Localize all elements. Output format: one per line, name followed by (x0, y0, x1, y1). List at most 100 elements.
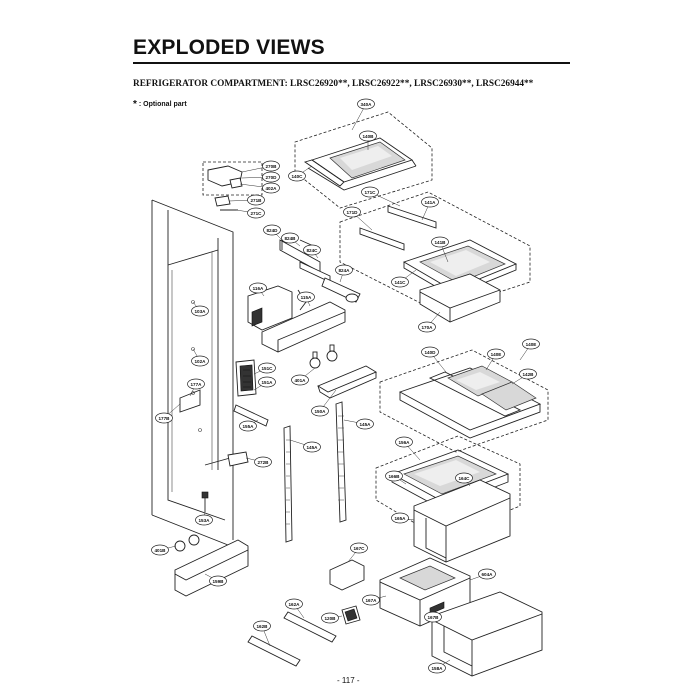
callout-401a: 401A (291, 367, 316, 386)
optional-part-note: * : Optional part (133, 99, 187, 110)
callout-bubble (258, 362, 276, 374)
callout-bubble (249, 282, 267, 294)
callout-label: 151C (262, 366, 274, 371)
callout-151c: 151C (253, 362, 276, 375)
callout-271b: 271B (228, 194, 265, 206)
rails-145A (283, 401, 347, 543)
callout-label: 153A (199, 518, 211, 523)
callout-bubble (522, 338, 540, 350)
callout-bubble (487, 348, 505, 360)
callout-label: 141A (425, 200, 437, 205)
callout-271c: 271C (235, 207, 265, 219)
callout-170a: 170A (418, 311, 441, 333)
callout-label: 162A (289, 602, 301, 607)
callout-label: 140C (292, 174, 304, 179)
callout-824d: 824D (263, 224, 283, 241)
callout-bubble (395, 436, 413, 448)
callout-label: 140B (363, 134, 375, 139)
callout-824b: 824B (281, 232, 301, 247)
callout-label: 116A (253, 286, 264, 291)
callout-label: 159B (213, 579, 225, 584)
bracket-272B (227, 451, 249, 467)
callout-label: 102A (195, 359, 207, 364)
callout-272b: 272B (245, 456, 272, 468)
callout-167a: 167A (362, 594, 387, 606)
callout-604a: 604A (469, 568, 496, 581)
duct-assembly-824 (279, 236, 361, 303)
callout-270d: 270D (241, 171, 280, 183)
callout-bubble (155, 412, 173, 424)
callout-bubble (356, 418, 374, 430)
callout-bubble (478, 568, 496, 580)
lamp-cover-159B (174, 539, 249, 597)
callout-402a: 402A (239, 182, 280, 194)
callout-bubble (254, 456, 272, 468)
bulbs-401A (309, 344, 338, 369)
callout-label: 270B (266, 164, 278, 169)
refrigerator-cabinet (151, 199, 234, 546)
callout-150a: 150A (311, 389, 337, 417)
callout-bubble (297, 291, 315, 303)
callout-label: 824C (307, 248, 319, 253)
crisper-shelf-assembly (375, 435, 521, 563)
callout-103a: 103A (191, 301, 209, 317)
callout-116a: 116A (249, 282, 267, 297)
callout-bubble (424, 611, 442, 623)
callout-label: 150A (315, 409, 327, 414)
page-number: - 117 - (337, 676, 360, 685)
callout-270b: 270B (241, 160, 280, 173)
callout-171d: 171D (343, 206, 373, 231)
callout-140d: 140D (421, 346, 447, 373)
middle-shelf-assembly-141 (339, 191, 531, 323)
callout-165a: 165A (391, 512, 415, 524)
callout-label: 167B (428, 615, 440, 620)
shelf-assembly-140 (379, 349, 549, 453)
callout-label: 340A (361, 102, 373, 107)
callout-bubble (195, 514, 213, 526)
callout-bubble (431, 236, 449, 248)
callout-label: 271C (251, 211, 263, 216)
callout-label: 115A (301, 295, 312, 300)
callout-bubble (209, 575, 227, 587)
callout-824a: 824A (335, 264, 353, 283)
callout-167c: 167C (347, 542, 368, 563)
callout-140e: 140E (519, 338, 540, 361)
callout-bubble (303, 244, 321, 256)
callout-label: 824A (339, 268, 351, 273)
callout-bubble (385, 470, 403, 482)
callout-bubble (391, 276, 409, 288)
callout-label: 824D (267, 228, 279, 233)
callout-label: 271B (251, 198, 263, 203)
control-housing-116-115 (247, 285, 346, 353)
callout-140c: 140C (288, 165, 313, 182)
screw-153A (201, 491, 209, 512)
callout-bubble (281, 232, 299, 244)
bracket-155A (233, 404, 269, 427)
callout-340a: 340A (351, 98, 375, 131)
upper-fitting-parts (202, 161, 263, 211)
callout-bubble (421, 196, 439, 208)
callout-label: 141C (395, 280, 407, 285)
callout-label: 162B (257, 624, 269, 629)
lamp-cover-150A (317, 365, 377, 399)
callout-171c: 171C (361, 186, 401, 207)
callout-142b: 142B (511, 368, 537, 385)
callout-bubble (253, 620, 271, 632)
callout-label: 177B (159, 416, 171, 421)
bottom-small-parts (247, 605, 361, 667)
callout-145a: 145A (343, 418, 374, 430)
callout-bubble (239, 420, 257, 432)
callout-label: 120B (325, 616, 337, 621)
callout-label: 177A (191, 382, 203, 387)
callout-label: 270D (266, 175, 278, 180)
callout-141b: 141B (431, 236, 449, 263)
callout-label: 142B (523, 372, 535, 377)
callout-bubble (455, 472, 473, 484)
callout-label: 156A (399, 440, 411, 445)
callout-824c: 824C (303, 244, 321, 259)
callout-label: 402A (266, 186, 278, 191)
callout-401b: 401B (151, 544, 177, 556)
callout-bubble (359, 130, 377, 142)
callout-bubble (288, 170, 306, 182)
callout-bubble (335, 264, 353, 276)
